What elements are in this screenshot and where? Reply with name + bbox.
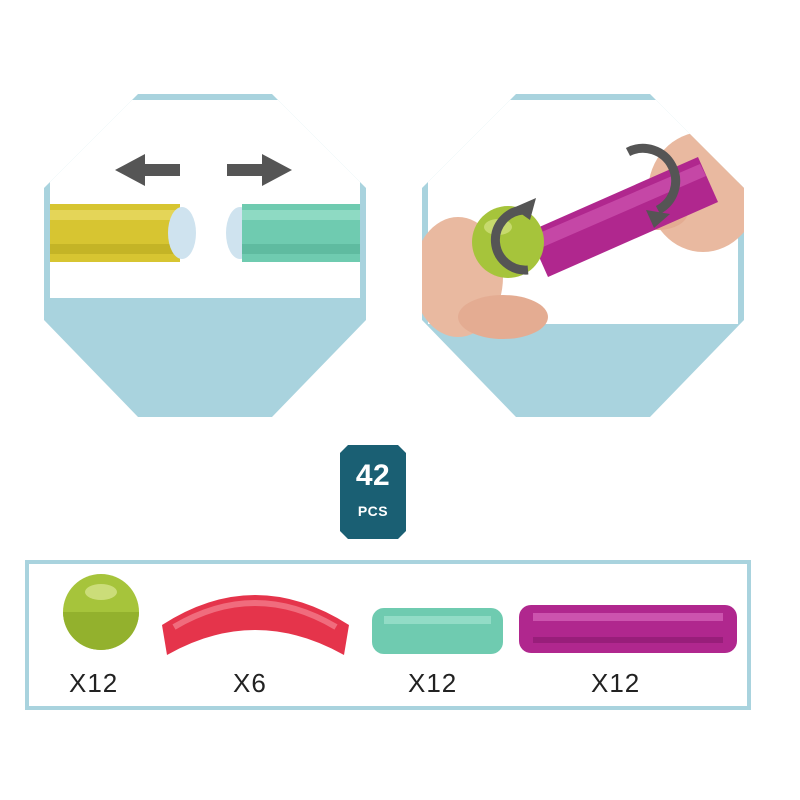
teal-rod-image xyxy=(226,204,360,262)
piece-count-unit: PCS xyxy=(357,503,389,519)
long-rod-piece-image xyxy=(519,605,737,653)
rotate-arrowhead-icon xyxy=(513,198,536,220)
arch-piece-image xyxy=(162,595,349,655)
rotate-arrowhead-icon xyxy=(646,210,670,228)
left-arrow-icon xyxy=(115,154,180,186)
long-rod-quantity: X12 xyxy=(591,668,641,698)
ball-quantity: X12 xyxy=(69,668,119,698)
ball-piece-image xyxy=(63,574,139,650)
piece-count-badge: 42 PCS xyxy=(340,445,406,539)
short-rod-quantity: X12 xyxy=(408,668,458,698)
right-arrow-icon xyxy=(227,154,292,186)
yellow-rod-image xyxy=(50,204,196,262)
magenta-rod-image xyxy=(528,157,718,277)
short-rod-piece-image xyxy=(372,608,503,654)
piece-count-number: 42 xyxy=(355,459,391,492)
arch-quantity: X6 xyxy=(233,668,267,698)
connect-illustration-panel xyxy=(422,94,744,417)
repel-illustration-panel xyxy=(44,94,366,417)
rotate-arrow-icon xyxy=(490,143,681,275)
